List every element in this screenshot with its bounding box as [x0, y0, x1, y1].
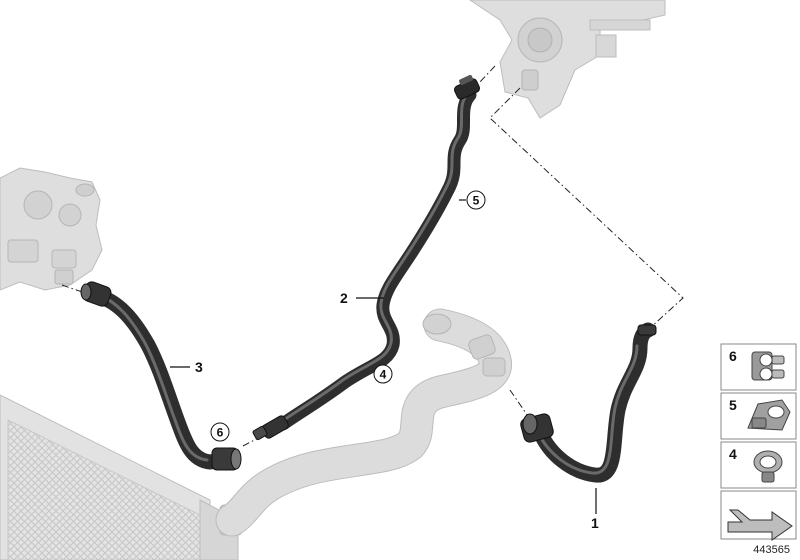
thermostat-housing-ghost-top: [469, 0, 666, 119]
circled-callout-5-label: 5: [473, 194, 480, 208]
callout-1: 1: [591, 515, 599, 531]
connection-line-hose1-to-housing: [489, 87, 684, 329]
circled-callout-5: 5: [466, 190, 486, 210]
hose-3[interactable]: [80, 280, 242, 471]
callout-3: 3: [195, 359, 203, 375]
hose-1[interactable]: [519, 322, 657, 483]
connection-line-hose2-to-housing: [477, 65, 496, 85]
leader-lines: [170, 199, 597, 514]
legend-item-6[interactable]: 6: [720, 343, 797, 391]
legend-item-4-number: 4: [729, 446, 737, 462]
diagram-reference-number: 443565: [753, 544, 790, 556]
circled-callout-4: 4: [373, 364, 393, 384]
legend-direction-box: [720, 490, 797, 541]
circled-callout-6: 6: [210, 422, 230, 442]
double-hose-clip-icon: [751, 351, 785, 381]
coolant-pump-ghost-left: [0, 167, 103, 291]
forward-arrow-icon: [727, 509, 793, 541]
circled-callout-4-label: 4: [380, 368, 387, 382]
legend-item-6-number: 6: [729, 348, 737, 364]
connection-lines: [61, 65, 684, 447]
circled-callout-6-label: 6: [217, 426, 224, 440]
upper-radiator-hose-ghost: [215, 308, 512, 537]
callout-2: 2: [340, 290, 348, 306]
legend-item-5-number: 5: [729, 397, 737, 413]
radiator-ghost: [0, 394, 243, 560]
legend-item-4[interactable]: 4: [720, 441, 797, 489]
legend-item-5[interactable]: 5: [720, 392, 797, 440]
hose-2[interactable]: [252, 74, 481, 441]
legend-panel: 6 5 4: [720, 343, 797, 541]
hose-holder-clip-icon: [747, 399, 791, 431]
hose-clamp-icon: [753, 450, 783, 483]
